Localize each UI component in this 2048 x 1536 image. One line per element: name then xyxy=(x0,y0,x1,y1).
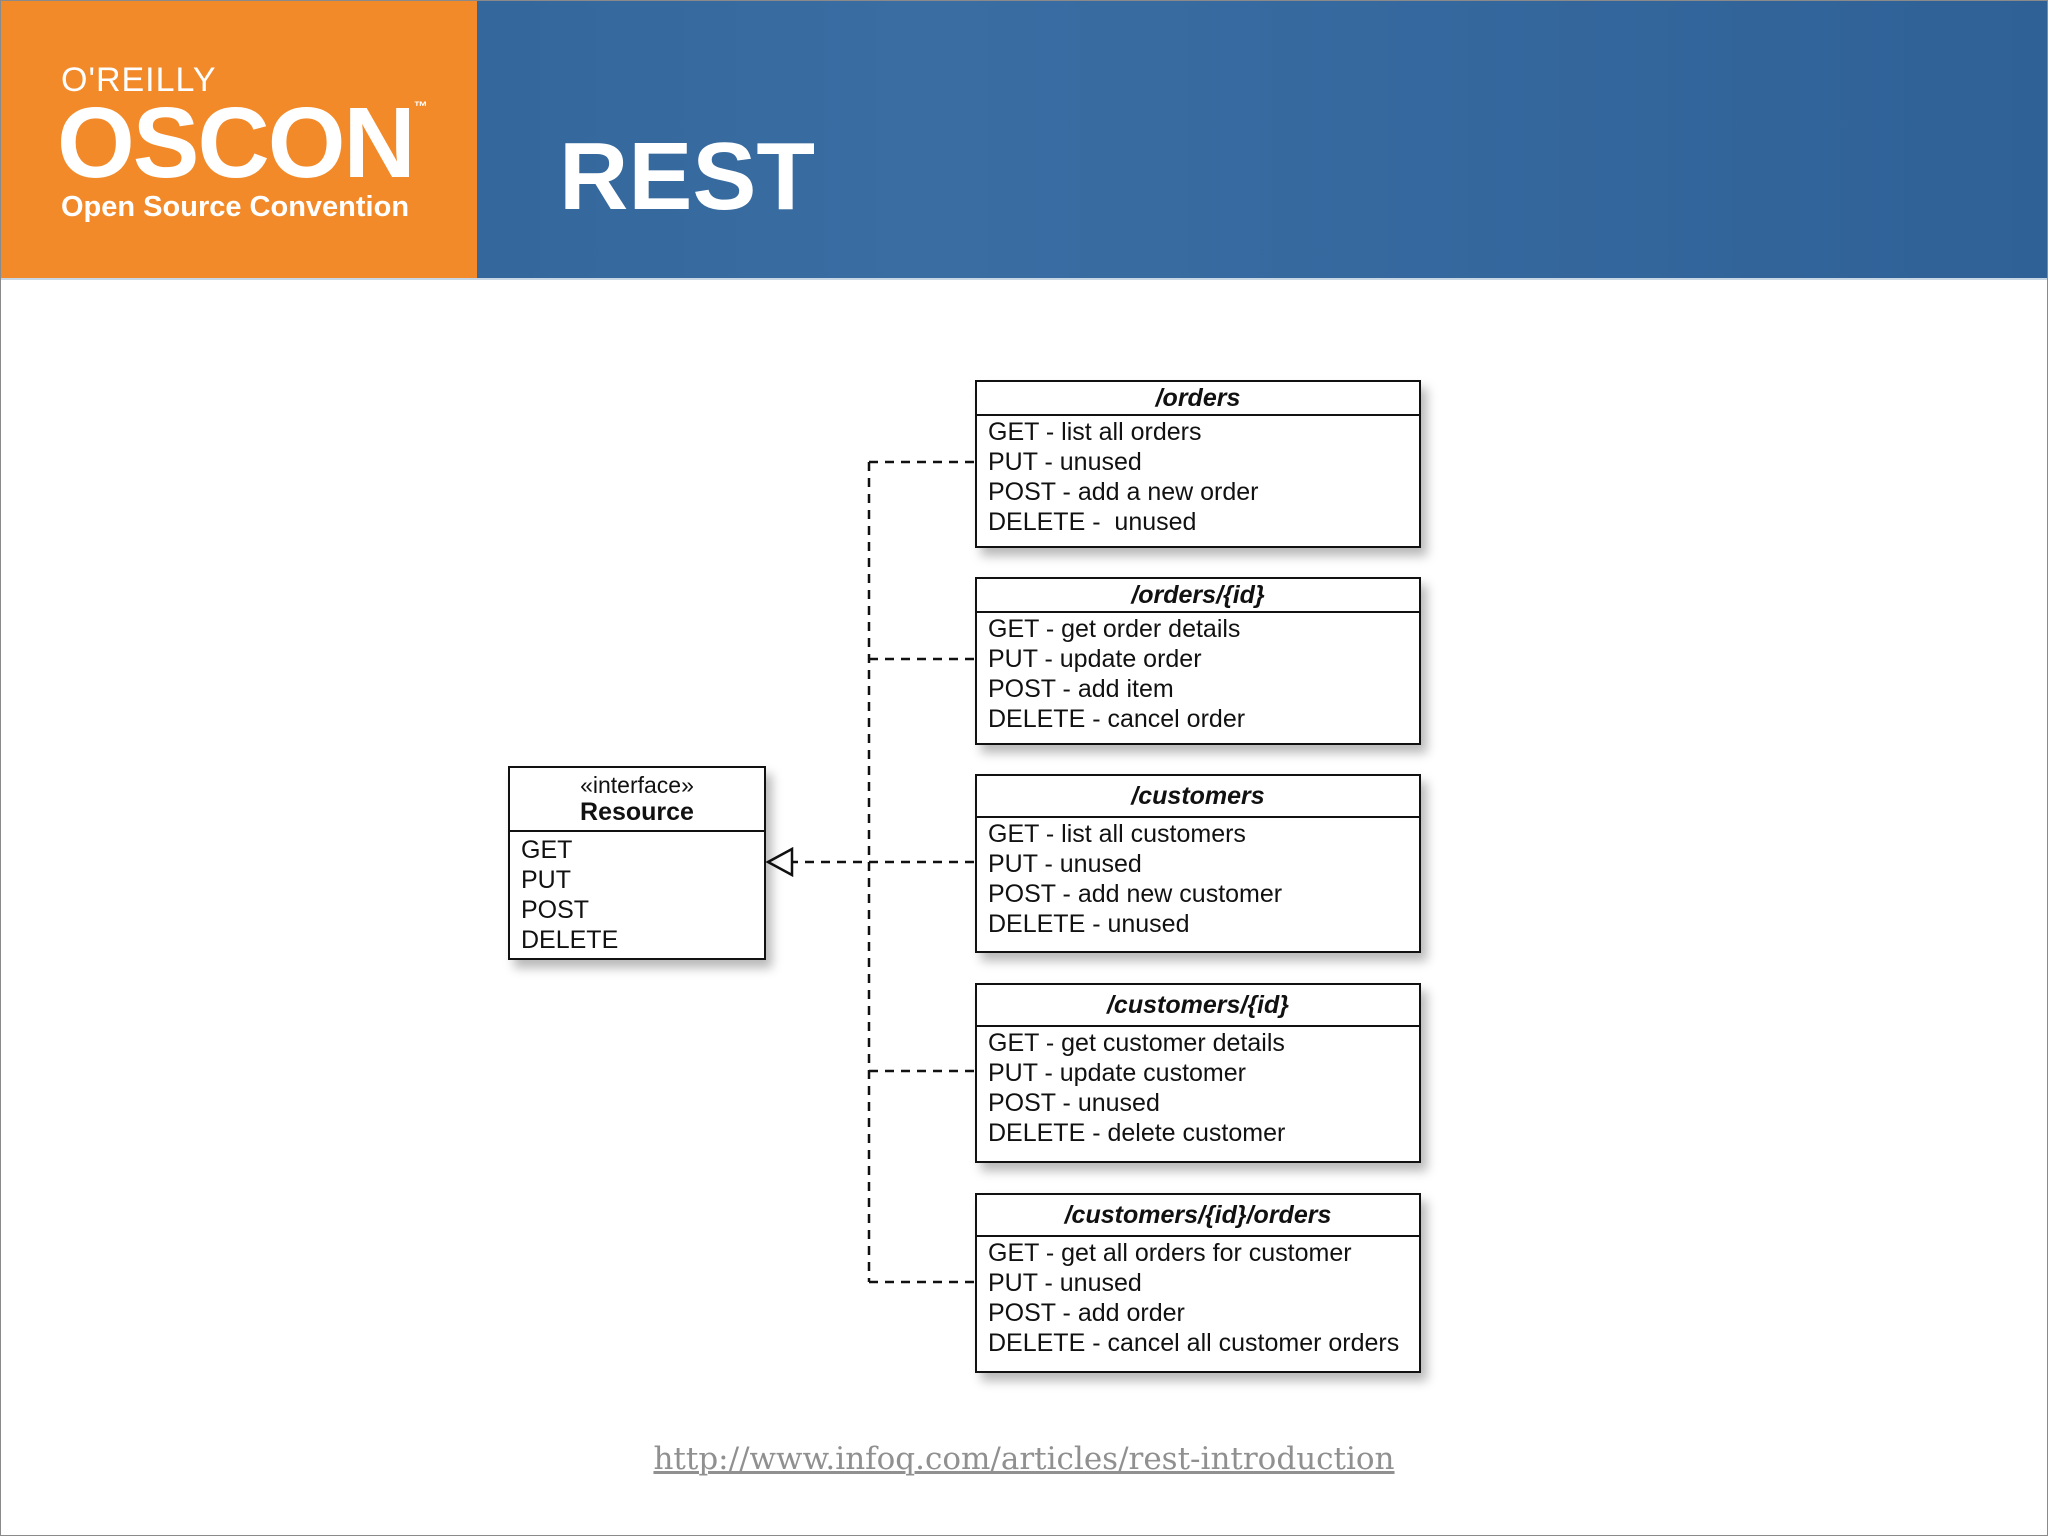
logo-oscon-text: OSCON™ xyxy=(57,93,428,193)
slide-title: REST xyxy=(559,123,816,230)
resource-method: GET - list all customers xyxy=(988,820,1246,848)
realization-arrowhead xyxy=(765,846,794,878)
resource-box-methods: GET - get order details PUT - update ord… xyxy=(977,613,1419,734)
resource-method: POST - add item xyxy=(988,675,1174,703)
resource-box-title: /orders/{id} xyxy=(977,579,1419,613)
resource-box-title: /orders xyxy=(977,382,1419,416)
resource-method: DELETE - unused xyxy=(988,910,1190,938)
resource-box-methods: GET - get customer details PUT - update … xyxy=(977,1027,1419,1148)
interface-method: POST xyxy=(521,896,590,924)
resource-method: DELETE - delete customer xyxy=(988,1119,1286,1147)
logo-oreilly-text: O'REILLY xyxy=(61,61,217,99)
resource-method: GET - get all orders for customer xyxy=(988,1239,1352,1267)
resource-box-methods: GET - get all orders for customer PUT - … xyxy=(977,1237,1419,1358)
resource-method: PUT - unused xyxy=(988,1269,1142,1297)
interface-name: Resource xyxy=(580,798,694,826)
resource-method: PUT - unused xyxy=(988,448,1142,476)
resource-method: GET - get order details xyxy=(988,615,1241,643)
interface-method: GET xyxy=(521,836,573,864)
resource-method: POST - unused xyxy=(988,1089,1160,1117)
resource-method: PUT - unused xyxy=(988,850,1142,878)
interface-method: PUT xyxy=(521,866,571,894)
resource-box-title: /customers/{id}/orders xyxy=(977,1195,1419,1237)
resource-method: POST - add order xyxy=(988,1299,1185,1327)
resource-box-title: /customers/{id} xyxy=(977,985,1419,1027)
resource-method: DELETE - cancel order xyxy=(988,705,1246,733)
resource-method: POST - add a new order xyxy=(988,478,1259,506)
resource-box-methods: GET - list all customers PUT - unused PO… xyxy=(977,818,1419,939)
resource-method: DELETE - unused xyxy=(988,508,1197,536)
interface-method: DELETE xyxy=(521,926,619,954)
resource-box-orders: /orders GET - list all orders PUT - unus… xyxy=(975,380,1421,548)
resource-box-methods: GET - list all orders PUT - unused POST … xyxy=(977,416,1419,537)
resource-box-customers-id: /customers/{id} GET - get customer detai… xyxy=(975,983,1421,1163)
source-link[interactable]: http://www.infoq.com/articles/rest-intro… xyxy=(653,1441,1395,1477)
interface-resource-box: «interface» Resource GET PUT POST DELETE xyxy=(508,766,766,960)
resource-method: GET - list all orders xyxy=(988,418,1202,446)
oscon-logo: O'REILLY OSCON™ Open Source Convention xyxy=(1,1,477,280)
logo-subtitle: Open Source Convention xyxy=(61,191,410,223)
resource-method: PUT - update order xyxy=(988,645,1202,673)
interface-header: «interface» Resource xyxy=(510,768,764,832)
header-banner: O'REILLY OSCON™ Open Source Convention R… xyxy=(1,1,2047,280)
interface-stereotype: «interface» xyxy=(580,772,694,798)
resource-method: PUT - update customer xyxy=(988,1059,1246,1087)
logo-oscon-word: OSCON xyxy=(57,87,416,199)
resource-box-title: /customers xyxy=(977,776,1419,818)
interface-methods: GET PUT POST DELETE xyxy=(510,832,764,955)
resource-box-customer-orders: /customers/{id}/orders GET - get all ord… xyxy=(975,1193,1421,1373)
resource-box-orders-id: /orders/{id} GET - get order details PUT… xyxy=(975,577,1421,745)
logo-trademark: ™ xyxy=(413,98,428,114)
resource-method: DELETE - cancel all customer orders xyxy=(988,1329,1400,1357)
resource-method: GET - get customer details xyxy=(988,1029,1285,1057)
resource-method: POST - add new customer xyxy=(988,880,1283,908)
resource-box-customers: /customers GET - list all customers PUT … xyxy=(975,774,1421,953)
